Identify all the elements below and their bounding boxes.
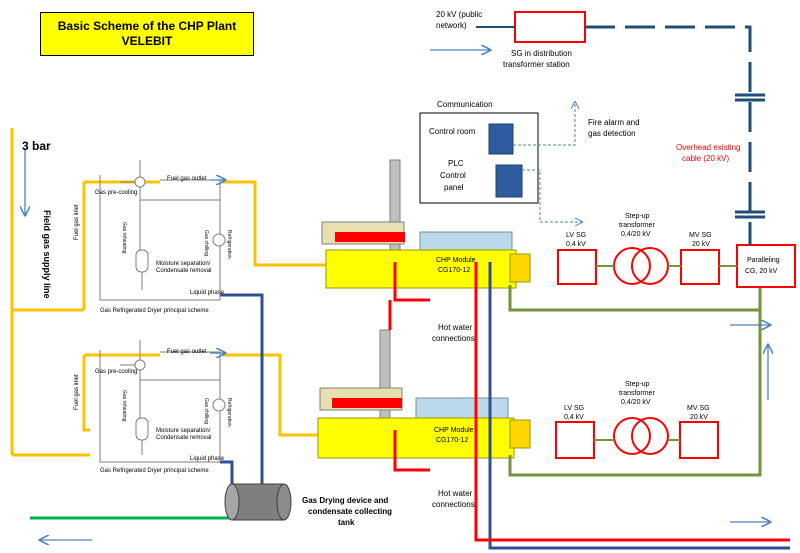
moisture-1b: Condensate removal: [156, 268, 211, 274]
moisture-1a: Moisture separation/: [156, 261, 211, 267]
fuel-gas-outlet-1: Fuel gas outlet: [167, 176, 207, 182]
gas-precooling-2: Gas pre-cooling: [95, 369, 137, 375]
hot-water-lines: [388, 262, 790, 550]
stepup1-label-2: transformer: [619, 222, 655, 229]
gas-chilling-2: Gas chilling: [203, 398, 209, 424]
stepup1-label-3: 0,4/20 kV: [621, 231, 651, 238]
public-network-1: 20 kV (public: [436, 10, 482, 19]
title-box: Basic Scheme of the CHP Plant VELEBIT: [40, 12, 254, 56]
condensate-tank: [224, 483, 292, 521]
lv2-label-2: 0,4 kV: [564, 414, 584, 421]
chp-module-1: [321, 159, 531, 289]
fuel-gas-outlet-2: Fuel gas outlet: [167, 349, 207, 355]
fire-alarm-2: gas detection: [588, 129, 636, 138]
hot-water-2b: connections: [432, 500, 475, 509]
hot-water-2a: Hot water: [438, 489, 473, 498]
title-line-2: VELEBIT: [121, 34, 173, 48]
field-gas-line-label: Field gas supply line: [42, 210, 52, 299]
chp1-label-2: CG170-12: [438, 267, 470, 274]
hot-water-1a: Hot water: [438, 323, 473, 332]
mv2-label-2: 20 kV: [690, 414, 708, 421]
sg-dist-1: SG in distribution: [511, 49, 572, 58]
dryer-scheme-1: [99, 160, 226, 301]
liquid-phase-2: Liquid phase: [190, 456, 225, 462]
dryer-caption-2: Gas Refrigerated Dryer principal scheme: [100, 468, 209, 474]
sg-dist-2: transformer station: [503, 60, 570, 69]
refrigeration-2: Refrigeration: [226, 398, 232, 427]
moisture-2b: Condensate removal: [156, 435, 211, 441]
communication-title: Communication: [437, 100, 493, 109]
title-line-1: Basic Scheme of the CHP Plant: [57, 19, 237, 33]
paralleling-2: CG, 20 kV: [745, 268, 778, 275]
fuel-gas-inlet-2: Fuel gas inlet: [74, 374, 80, 410]
paralleling-1: Paralleling: [747, 257, 780, 264]
lv1-label-2: 0,4 kV: [566, 241, 586, 248]
dryer-caption-1: Gas Refrigerated Dryer principal scheme: [100, 308, 209, 314]
plc-label-2: Control: [440, 171, 466, 180]
switchgear-row-2: [555, 417, 719, 459]
lv1-label-1: LV SG: [566, 232, 586, 239]
chp1-label-1: CHP Module: [436, 257, 476, 264]
gas-reheating-1: Gas reheating: [121, 222, 127, 254]
stepup2-label-2: transformer: [619, 390, 655, 397]
gas-pressure-label: 3 bar: [22, 139, 51, 153]
switchgear-row-1: [557, 244, 796, 288]
moisture-2a: Moisture separation/: [156, 428, 211, 434]
tank-label-1: Gas Drying device and: [302, 496, 388, 505]
stepup2-label-1: Step-up: [625, 381, 650, 388]
chp2-label-2: CG170-12: [436, 437, 468, 444]
sg-distribution-box: [514, 11, 586, 43]
flow-arrows: [25, 50, 770, 540]
tank-label-2: condensate collecting: [308, 507, 392, 516]
mv1-label-2: 20 kV: [692, 241, 710, 248]
gas-precooling-1: Gas pre-cooling: [95, 190, 137, 196]
electric-lines: [508, 285, 762, 477]
hot-water-1b: connections: [432, 334, 475, 343]
tank-label-3: tank: [338, 518, 355, 527]
stepup2-label-3: 0,4/20 kV: [621, 399, 651, 406]
mv2-label-1: MV SG: [687, 405, 710, 412]
public-network-2: network): [436, 21, 467, 30]
lv2-label-1: LV SG: [564, 405, 584, 412]
fuel-gas-inlet-1: Fuel gas inlet: [74, 204, 80, 240]
chp2-label-1: CHP Module: [434, 427, 474, 434]
plc-label-1: PLC: [448, 159, 464, 168]
stepup1-label-1: Step-up: [625, 213, 650, 220]
condensate-lines: [220, 293, 264, 490]
chp-module-2: [317, 329, 531, 459]
control-room-label: Control room: [429, 127, 476, 136]
gas-reheating-2: Gas reheating: [121, 390, 127, 422]
fire-alarm-1: Fire alarm and: [588, 118, 640, 127]
overhead-2: cable (20 kV): [682, 154, 729, 163]
hv-lines: [476, 25, 765, 245]
plc-label-3: panel: [444, 183, 464, 192]
gas-chilling-1: Gas chilling: [203, 230, 209, 256]
dryer-scheme-2: [99, 340, 226, 463]
mv1-label-1: MV SG: [689, 232, 712, 239]
overhead-1: Overhead existing: [676, 143, 740, 152]
refrigeration-1: Refrigeration: [226, 230, 232, 259]
comm-dashed-links: [513, 102, 582, 222]
control-room-screen: [488, 123, 514, 155]
plc-panel: [495, 164, 523, 198]
liquid-phase-1: Liquid phase: [190, 290, 225, 296]
